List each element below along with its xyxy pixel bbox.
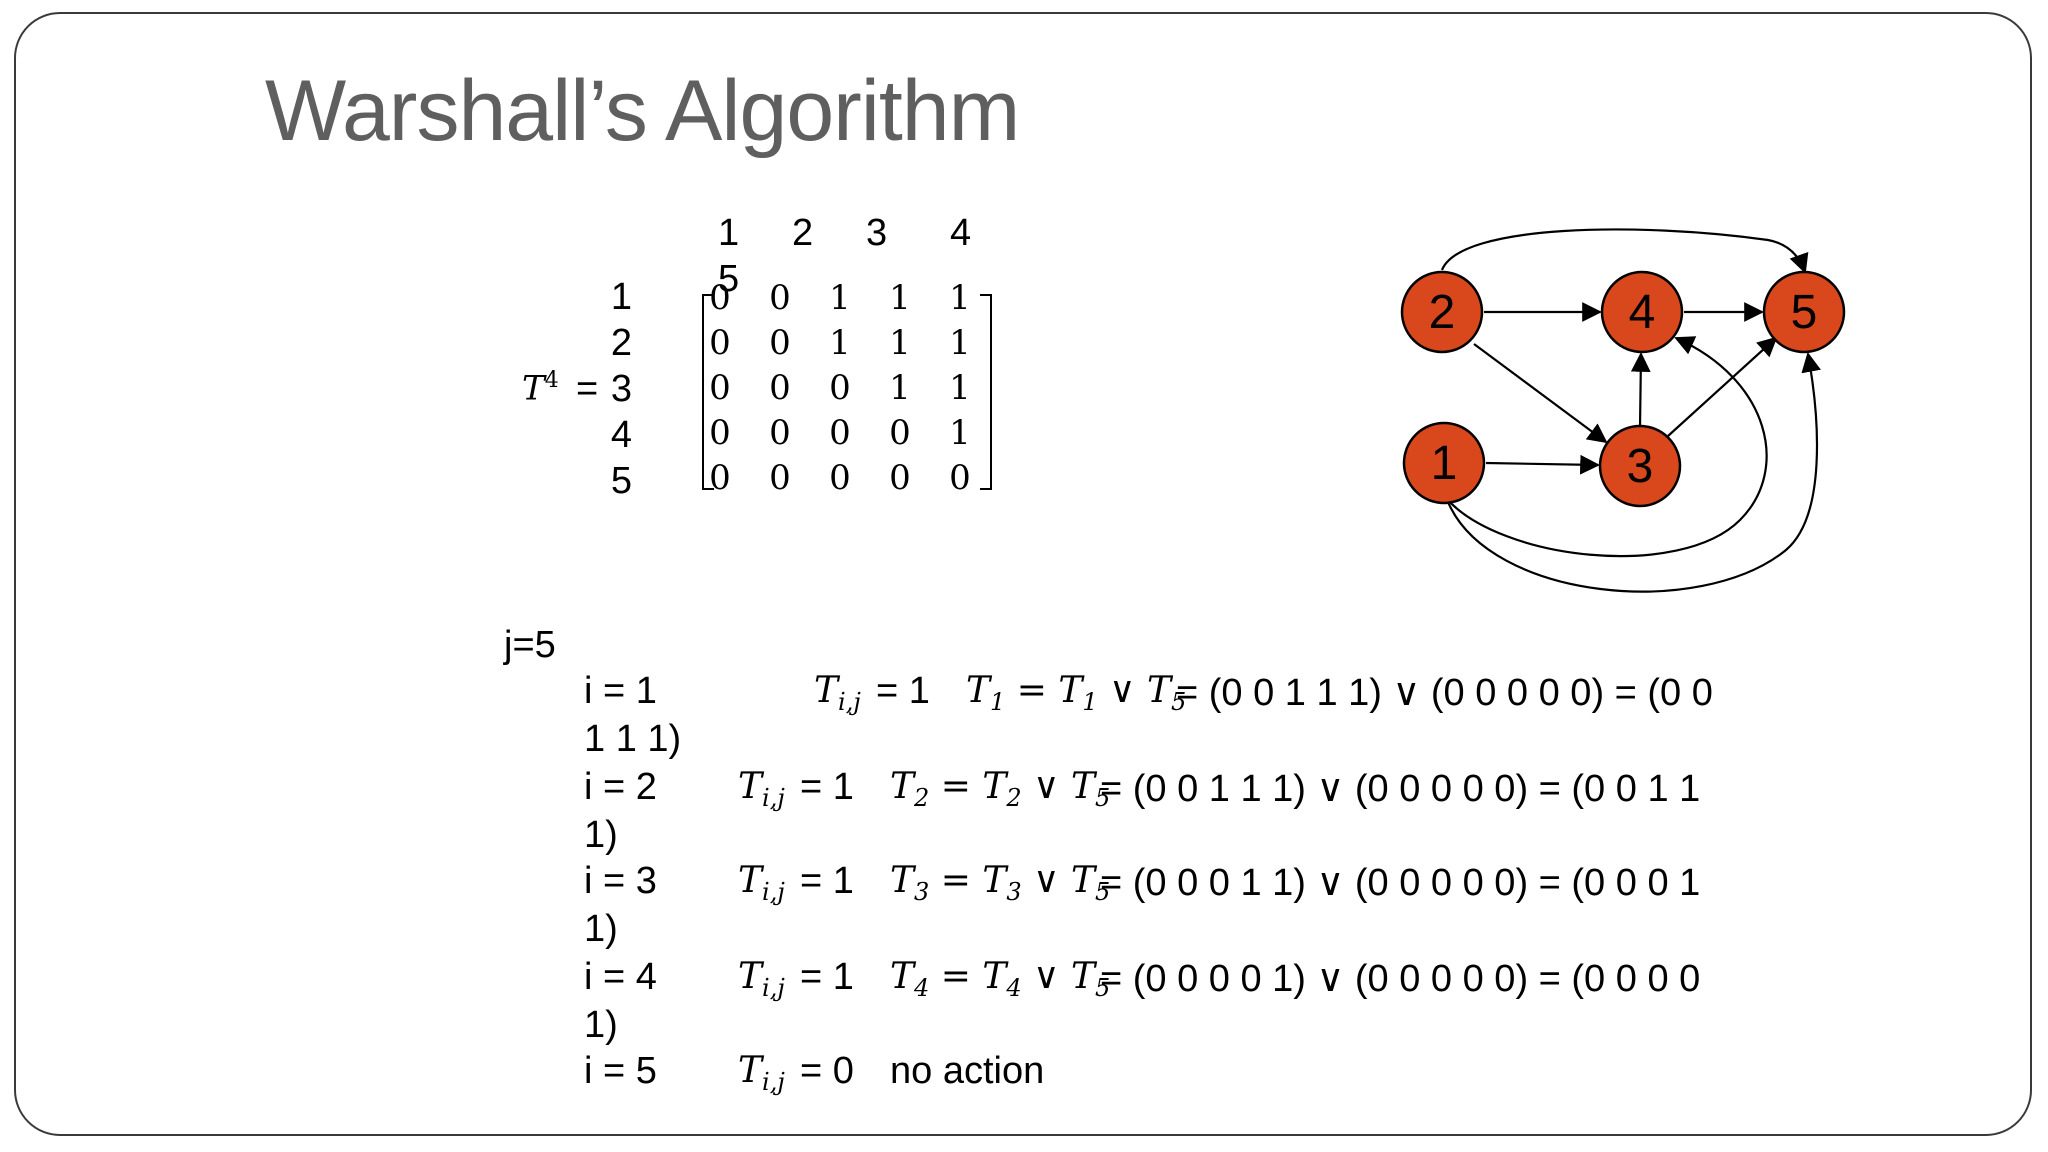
step-tij-value: = 0 <box>800 1050 854 1092</box>
matrix-cell: 0 <box>829 458 851 498</box>
matrix-left-bracket <box>702 294 714 490</box>
matrix-cell: 0 <box>709 323 731 363</box>
slide-title: Warshall’s Algorithm <box>265 63 1020 159</box>
column-header: 2 <box>792 212 814 254</box>
row-label: 4 <box>610 414 632 456</box>
row-label: 1 <box>610 276 632 318</box>
matrix-cell: 0 <box>889 458 911 498</box>
matrix-equals: = <box>576 368 599 410</box>
step-update-lhs: T3 = T3 ∨ T5 <box>890 860 1111 907</box>
step-i-label: i = 1 <box>584 670 657 712</box>
matrix-cell: 0 <box>769 458 791 498</box>
step-expression-wrap: 1 1 1) <box>584 718 682 760</box>
node-circle <box>1402 421 1486 505</box>
graph-edge <box>1445 336 1768 558</box>
node-label: 5 <box>1791 286 1818 339</box>
matrix-cell: 1 <box>829 323 851 363</box>
matrix-cell: 0 <box>829 413 851 453</box>
column-header: 3 <box>866 212 888 254</box>
matrix-cell: 1 <box>829 278 851 318</box>
step-update-lhs: T4 = T4 ∨ T5 <box>890 956 1111 1003</box>
matrix-cell: 1 <box>949 368 971 408</box>
step-i-label: i = 2 <box>584 766 657 808</box>
graph-node: 1 <box>1402 421 1486 505</box>
step-tij-value: = 1 <box>800 766 854 808</box>
step-tij: Ti,j <box>814 670 861 717</box>
matrix-label: T4 <box>522 368 559 409</box>
graph-node: 3 <box>1598 424 1682 508</box>
node-circle <box>1600 270 1684 354</box>
step-expression-wrap: 1) <box>584 1004 618 1046</box>
steps-header: j=5 <box>504 624 556 666</box>
matrix-cell: 1 <box>889 323 911 363</box>
step-expression: = (0 0 1 1 1) ∨ (0 0 0 0 0) = (0 0 1 1 <box>1100 768 1701 810</box>
graph-edge <box>1446 352 1821 593</box>
matrix-cell: 0 <box>889 413 911 453</box>
matrix-cell: 0 <box>709 413 731 453</box>
graph-node: 5 <box>1762 270 1846 354</box>
step-i-label: i = 4 <box>584 956 657 998</box>
row-label: 3 <box>610 368 632 410</box>
step-tij-value: = 1 <box>876 670 930 712</box>
step-update-lhs: T1 = T1 ∨ T5 <box>966 670 1187 717</box>
matrix-cell: 0 <box>769 278 791 318</box>
node-circle <box>1400 270 1484 354</box>
column-header: 4 <box>950 212 972 254</box>
step-update-lhs: T2 = T2 ∨ T5 <box>890 766 1111 813</box>
node-label: 1 <box>1431 437 1458 490</box>
matrix-cell: 0 <box>709 278 731 318</box>
slide-frame <box>14 12 2032 1136</box>
node-label: 3 <box>1627 440 1654 493</box>
column-header: 1 <box>718 212 740 254</box>
matrix-cell: 1 <box>889 278 911 318</box>
column-header: 5 <box>718 258 740 300</box>
matrix-cell: 1 <box>949 278 971 318</box>
step-expression: = (0 0 0 0 1) ∨ (0 0 0 0 0) = (0 0 0 0 <box>1100 958 1701 1000</box>
graph-edge <box>1440 228 1809 274</box>
node-circle <box>1598 424 1682 508</box>
node-label: 4 <box>1629 286 1656 339</box>
step-tij-value: = 1 <box>800 956 854 998</box>
matrix-cell: 1 <box>949 413 971 453</box>
step-expression: no action <box>890 1050 1045 1092</box>
matrix-cell: 0 <box>829 368 851 408</box>
matrix-cell: 1 <box>949 323 971 363</box>
step-expression-wrap: 1) <box>584 908 618 950</box>
matrix-cell: 0 <box>709 368 731 408</box>
step-expression: = (0 0 1 1 1) ∨ (0 0 0 0 0) = (0 0 <box>1176 672 1713 714</box>
step-tij: Ti,j <box>738 766 785 813</box>
row-label: 2 <box>610 322 632 364</box>
graph-edge <box>1473 343 1608 444</box>
step-expression-wrap: 1) <box>584 814 618 856</box>
graph-node: 2 <box>1400 270 1484 354</box>
matrix-cell: 0 <box>769 413 791 453</box>
matrix-right-bracket <box>980 294 992 490</box>
matrix-cell: 0 <box>709 458 731 498</box>
step-tij: Ti,j <box>738 956 785 1003</box>
graph-edge <box>1485 454 1600 475</box>
graph-edge <box>1667 336 1778 437</box>
step-tij-value: = 1 <box>800 860 854 902</box>
matrix-cell: 1 <box>889 368 911 408</box>
step-tij: Ti,j <box>738 860 785 907</box>
graph-node: 4 <box>1600 270 1684 354</box>
graph-edge <box>1630 352 1651 429</box>
matrix-cell: 0 <box>769 368 791 408</box>
step-tij: Ti,j <box>738 1050 785 1097</box>
matrix-cell: 0 <box>769 323 791 363</box>
step-i-label: i = 5 <box>584 1050 657 1092</box>
step-expression: = (0 0 0 1 1) ∨ (0 0 0 0 0) = (0 0 0 1 <box>1100 862 1701 904</box>
node-circle <box>1762 270 1846 354</box>
matrix-cell: 0 <box>949 458 971 498</box>
row-label: 5 <box>610 460 632 502</box>
step-i-label: i = 3 <box>584 860 657 902</box>
node-label: 2 <box>1429 286 1456 339</box>
